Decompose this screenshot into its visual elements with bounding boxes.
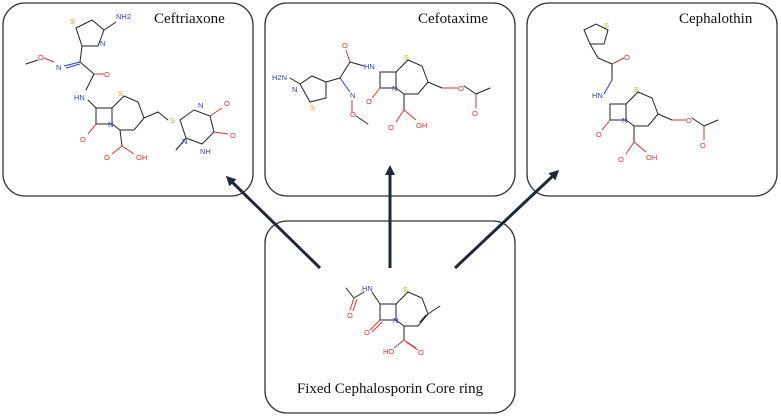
cefotaxime-atom-h2n: H2N xyxy=(272,73,287,82)
cephalothin-box xyxy=(526,2,778,197)
cefotaxime-box xyxy=(264,2,516,197)
core-atom-o-amide: O xyxy=(347,311,353,320)
core-title: Fixed Cephalosporin Core ring xyxy=(297,381,484,397)
cefotaxime-title: Cefotaxime xyxy=(418,11,488,27)
arrow-to-ceftriaxone xyxy=(225,175,322,270)
cefotaxime-structure: H2N N S N O O HN S N O O O O OH xyxy=(272,41,491,132)
core-atom-o-lactam: O xyxy=(364,328,370,337)
ceftriaxone-atom-o-carboxyl: O xyxy=(104,153,110,162)
cefotaxime-atom-o-lactam: O xyxy=(366,97,372,106)
ceftriaxone-atom-oh: OH xyxy=(136,153,147,162)
ceftriaxone-atom-n-ring: N xyxy=(108,120,113,129)
ceftriaxone-atom-nh2: NH2 xyxy=(116,12,131,21)
cefotaxime-atom-o-carboxyl: O xyxy=(388,123,394,132)
ceftriaxone-atom-n-triazine1: N xyxy=(198,101,203,110)
ceftriaxone-box xyxy=(2,2,254,197)
core-atom-o-carboxyl: O xyxy=(418,348,424,357)
core-atom-n: N xyxy=(393,316,398,325)
cefotaxime-atom-oh: OH xyxy=(416,121,427,130)
core-atom-ho: HO xyxy=(383,347,394,356)
cephalothin-atom-o-acetyl: O xyxy=(700,141,706,150)
ceftriaxone-title: Ceftriaxone xyxy=(154,11,225,27)
ceftriaxone-atom-o-t1: O xyxy=(224,99,230,108)
core-structure: S N HN O O HO O xyxy=(345,284,441,357)
cefotaxime-atom-o-amide: O xyxy=(342,41,348,50)
cephalothin-atom-n-ring: N xyxy=(622,116,627,125)
ceftriaxone-atom-o-amide: O xyxy=(104,70,110,79)
ceftriaxone-atom-hn: HN xyxy=(74,93,85,102)
cephalothin-atom-hn: HN xyxy=(592,91,603,100)
cephalothin-title: Cephalothin xyxy=(679,11,753,27)
cephalothin-atom-s-ring: S xyxy=(634,85,639,94)
cephalothin-atom-o-amide: O xyxy=(624,53,630,62)
cefotaxime-atom-nh: HN xyxy=(364,62,375,71)
cephalothin-atom-oh: OH xyxy=(646,153,657,162)
cephalothin-atom-o-carboxyl: O xyxy=(618,155,624,164)
cefotaxime-atom-n-ring: N xyxy=(392,84,397,93)
cephalothin-atom-s-thiophene: S xyxy=(604,21,609,30)
cephalothin-structure: S O HN S N O O O O OH xyxy=(583,21,719,164)
core-atom-s: S xyxy=(403,285,408,294)
ceftriaxone-atom-n-triazine2: N xyxy=(182,137,187,146)
ceftriaxone-atom-s3: S xyxy=(170,116,175,125)
ceftriaxone-structure: S N NH2 N O O HN S N O S OH O N N NH O O xyxy=(25,12,236,162)
ceftriaxone-atom-nh: NH xyxy=(200,147,211,156)
cephalothin-atom-o-lactam: O xyxy=(596,130,602,139)
ceftriaxone-atom-o-oxime: O xyxy=(38,53,44,62)
ceftriaxone-atom-o-t2: O xyxy=(230,131,236,140)
cefotaxime-atom-s-ring: S xyxy=(404,53,409,62)
cefotaxime-atom-o-ester: O xyxy=(458,84,464,93)
arrow-to-cephalothin xyxy=(453,169,560,270)
ceftriaxone-atom-n-oxime: N xyxy=(56,63,61,72)
ceftriaxone-atom-s1: S xyxy=(70,17,75,26)
core-atom-hn: HN xyxy=(362,284,373,293)
cefotaxime-atom-n-thiazole: N xyxy=(292,85,297,94)
cefotaxime-atom-o-acetyl: O xyxy=(472,109,478,118)
ceftriaxone-atom-s2: S xyxy=(118,89,123,98)
ceftriaxone-atom-o-lactam: O xyxy=(80,135,86,144)
cefotaxime-atom-s-thiazole: S xyxy=(310,103,315,112)
cefotaxime-atom-n-oxime: N xyxy=(350,91,355,100)
ceftriaxone-atom-n1: N xyxy=(100,39,105,48)
cefotaxime-atom-o-oxime: O xyxy=(350,110,356,119)
cephalothin-atom-o-ester: O xyxy=(686,116,692,125)
